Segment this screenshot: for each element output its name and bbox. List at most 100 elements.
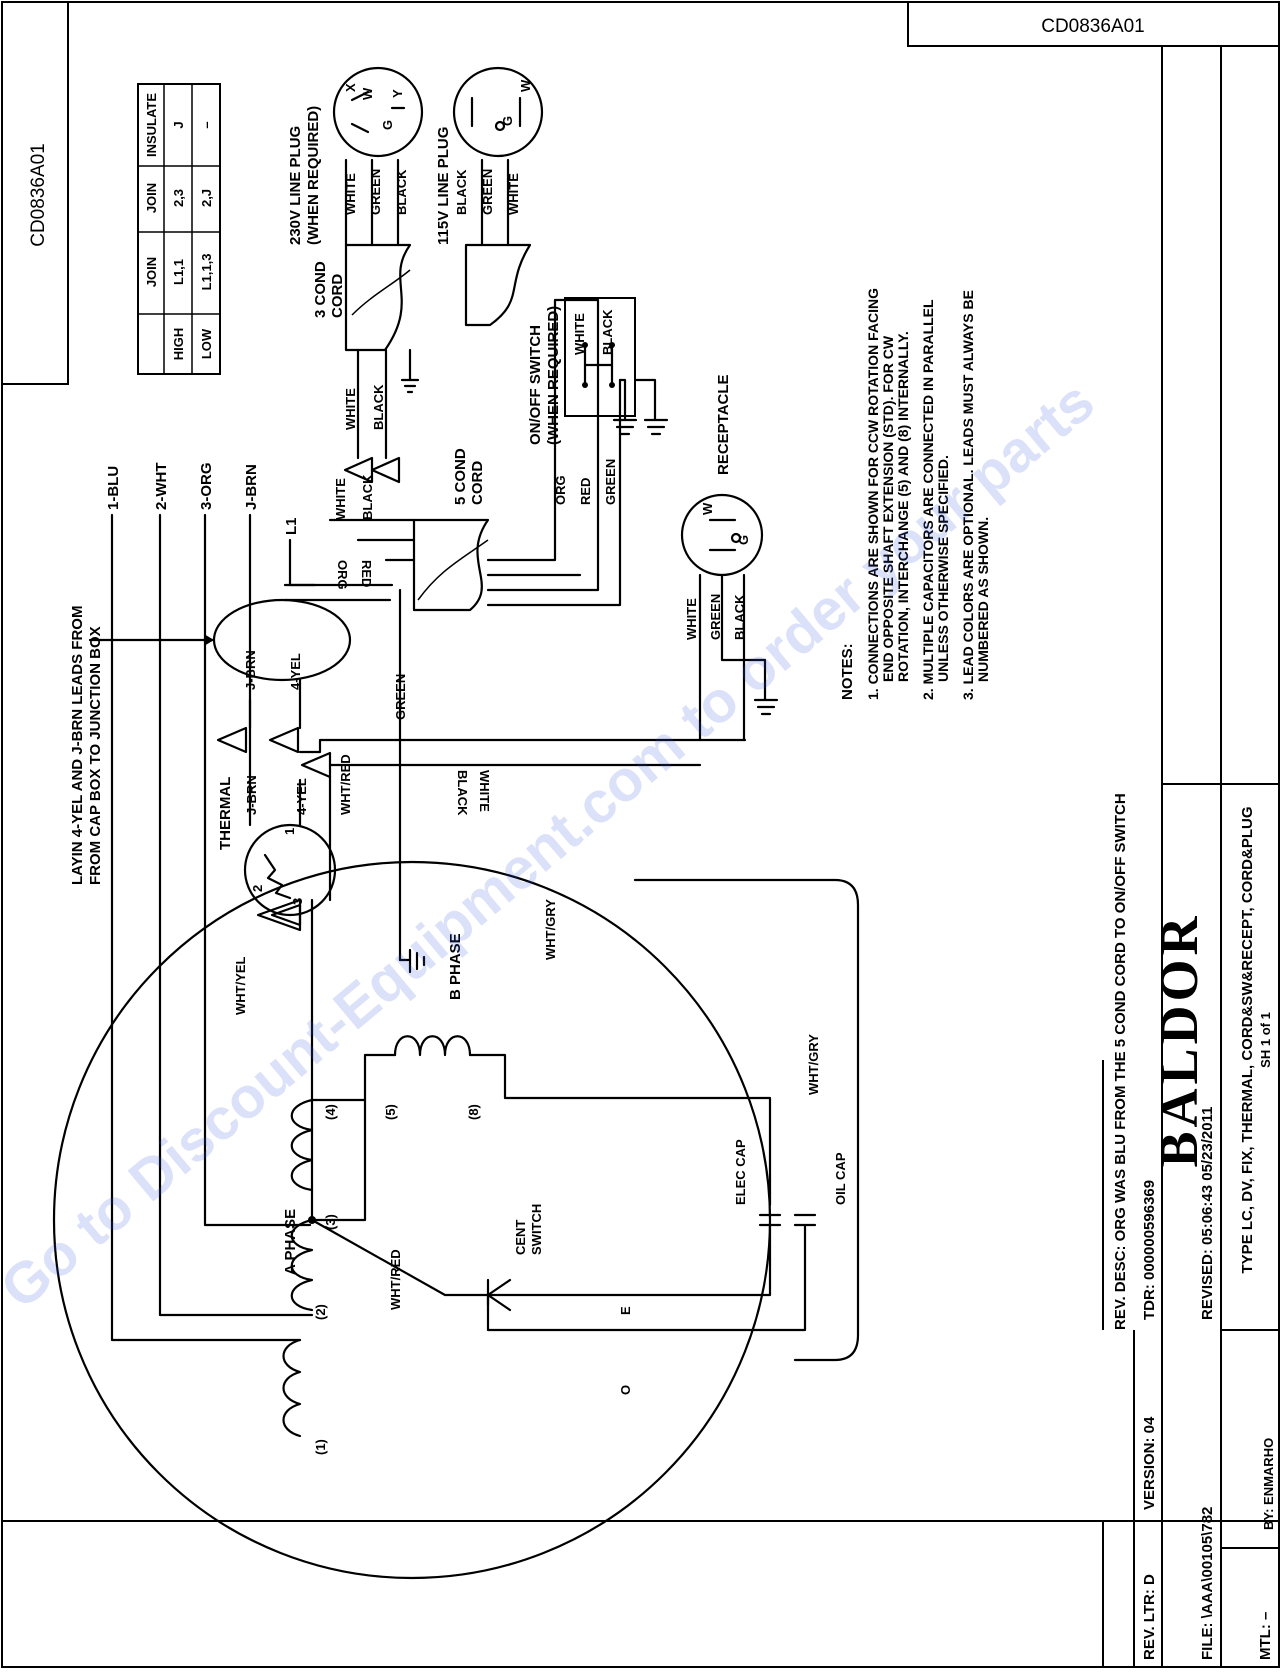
wire-label: J-BRN	[244, 775, 259, 815]
wire-label: WHITE	[477, 770, 492, 812]
connection-table: JOIN JOIN INSULATE HIGH L1,1 2,3 J LOW L…	[137, 83, 221, 375]
note-line: ROTATION, INTERCHANGE (5) AND (8) INTERN…	[895, 331, 911, 682]
wire-label: BLACK	[455, 770, 470, 816]
baldor-logo: BALDOR	[1149, 912, 1209, 1167]
note-line: END OPPOSITE SHAFT EXTENSION (STD). FOR …	[880, 335, 896, 682]
o-label: O	[618, 1385, 633, 1395]
table-row-low: LOW	[199, 328, 214, 359]
lead-3-org: 3-ORG	[198, 462, 215, 510]
thermal-protector	[243, 823, 337, 917]
side-doc-id: CD0836A01	[28, 143, 49, 247]
junction-leads: J-BRN 4-YEL LAYIN 4-YEL AND J-BRN LEADS …	[69, 598, 747, 885]
switch-title: ON/OFF SWITCH	[527, 325, 544, 445]
wire-label: ORG	[335, 560, 350, 590]
rev-desc: REV. DESC: ORG WAS BLU FROM THE 5 COND C…	[1112, 793, 1129, 1330]
plug-230-title: 230V LINE PLUG	[287, 126, 304, 245]
thermal-pin: 2	[250, 885, 265, 892]
material: MTL: –	[1257, 1612, 1274, 1660]
plug-115v: G W 115V LINE PLUG BLACK GREEN WHITE	[435, 66, 544, 327]
pin-x: X	[343, 83, 358, 92]
table-cell: L1,1	[171, 259, 186, 285]
note-line: 2. MULTIPLE CAPACITORS ARE CONNECTED IN …	[920, 299, 936, 700]
version: VERSION: 04	[1141, 1416, 1158, 1510]
pin-w: W	[518, 79, 533, 92]
wire-label: GREEN	[603, 459, 618, 505]
drawn-by: BY: ENMARHO	[1261, 1438, 1276, 1530]
wire-label: GREEN	[393, 674, 408, 720]
table-cell: L1,1,3	[199, 254, 214, 291]
wire-label: WHITE	[333, 478, 348, 520]
on-off-switch: ON/OFF SWITCH (WHEN REQUIRED) WHITE BLAC…	[527, 297, 669, 505]
top-doc-id: CD0836A01	[1041, 16, 1145, 37]
table-header-join-2: JOIN	[144, 183, 159, 213]
wire-label: WHITE	[343, 388, 358, 430]
pin-w: W	[700, 502, 715, 515]
thermal-pin: 1	[282, 828, 297, 835]
wire-label: BLACK	[394, 169, 409, 215]
lead-1-blu: 1-BLU	[105, 466, 122, 510]
receptacle: W G RECEPTACLE WHITE GREEN BLACK	[680, 374, 779, 742]
wire-label: BLACK	[371, 384, 386, 430]
wire-label: GREEN	[480, 169, 495, 215]
wire-label: WHT/RED	[338, 754, 353, 815]
cap-box	[633, 878, 860, 1362]
lead-2-wht: 2-WHT	[153, 463, 170, 511]
motor: THERMAL 2 1 3 J-BRN 4-YEL WHT/RED WHT/YE…	[52, 698, 860, 1580]
table-cell: 2,J	[199, 189, 214, 207]
notes-heading: NOTES:	[839, 643, 856, 700]
wire-label: ORG	[553, 475, 568, 505]
switch-wire-label: BLACK	[600, 309, 615, 355]
terminal-4: (4)	[323, 1104, 338, 1120]
wire-label: WHITE	[506, 173, 521, 215]
layin-note: FROM CAP BOX TO JUNCTION BOX	[87, 626, 104, 885]
wire-label: BLACK	[360, 474, 375, 520]
wire-label: RED	[359, 560, 374, 587]
pin-g: G	[500, 116, 515, 126]
table-row-high: HIGH	[171, 328, 186, 361]
cent-switch-label: CENT	[513, 1220, 528, 1255]
wire-label: WHITE	[684, 598, 699, 640]
pin-g: G	[380, 120, 395, 130]
wire-label: RED	[578, 478, 593, 505]
pin-w: W	[360, 87, 375, 100]
wire-label: WHT/YEL	[233, 956, 248, 1015]
terminal-5: (5)	[383, 1104, 398, 1120]
plug-230v: X W G Y 230V LINE PLUG (WHEN REQUIRED) W…	[287, 66, 424, 247]
file-path: FILE: \AAA\00105\782	[1199, 1507, 1216, 1660]
terminal-2: (2)	[313, 1304, 328, 1320]
thermal-label: THERMAL	[217, 777, 234, 850]
wire-label: WHT/GRY	[543, 899, 558, 960]
cent-switch-label: SWITCH	[529, 1204, 544, 1255]
cord3-label: CORD	[329, 274, 346, 318]
switch-wire-label: WHITE	[572, 313, 587, 355]
terminal-1: (1)	[313, 1439, 328, 1455]
leads: 1-BLU 2-WHT 3-ORG J-BRN L1 ORG RED GREEN	[105, 462, 426, 1342]
lead-j-brn: J-BRN	[243, 464, 260, 510]
pin-y: Y	[390, 89, 405, 98]
motor-housing	[52, 860, 772, 1580]
wire-label: GREEN	[708, 594, 723, 640]
watermark: Go to Discount-Equipment.com to order yo…	[0, 369, 1106, 1322]
table-cell: 2,3	[171, 189, 186, 207]
wire-label: 4-YEL	[294, 778, 309, 815]
side-id-block	[1, 1, 69, 385]
terminal-8: (8)	[466, 1104, 481, 1120]
terminal-3: (3)	[323, 1214, 338, 1230]
tdr-number: TDR: 000000596369	[1141, 1180, 1158, 1320]
rev-ltr: REV. LTR: D	[1141, 1574, 1158, 1660]
notes: NOTES: 1. CONNECTIONS ARE SHOWN FOR CCW …	[839, 288, 991, 700]
table-header-join-1: JOIN	[144, 257, 159, 287]
receptacle-label: RECEPTACLE	[715, 374, 732, 475]
oil-cap-label: OIL CAP	[833, 1152, 848, 1205]
pin-g: G	[736, 535, 751, 545]
table-header-insulate: INSULATE	[144, 93, 159, 157]
cord5-label: CORD	[469, 461, 486, 505]
lead-l1: L1	[283, 517, 300, 535]
note-line: UNLESS OTHERWISE SPECIFIED.	[935, 455, 951, 682]
e-label: E	[618, 1306, 633, 1315]
switch-subtitle: (WHEN REQUIRED)	[545, 306, 562, 445]
sheet-number: SH 1 of 1	[1258, 1012, 1273, 1068]
